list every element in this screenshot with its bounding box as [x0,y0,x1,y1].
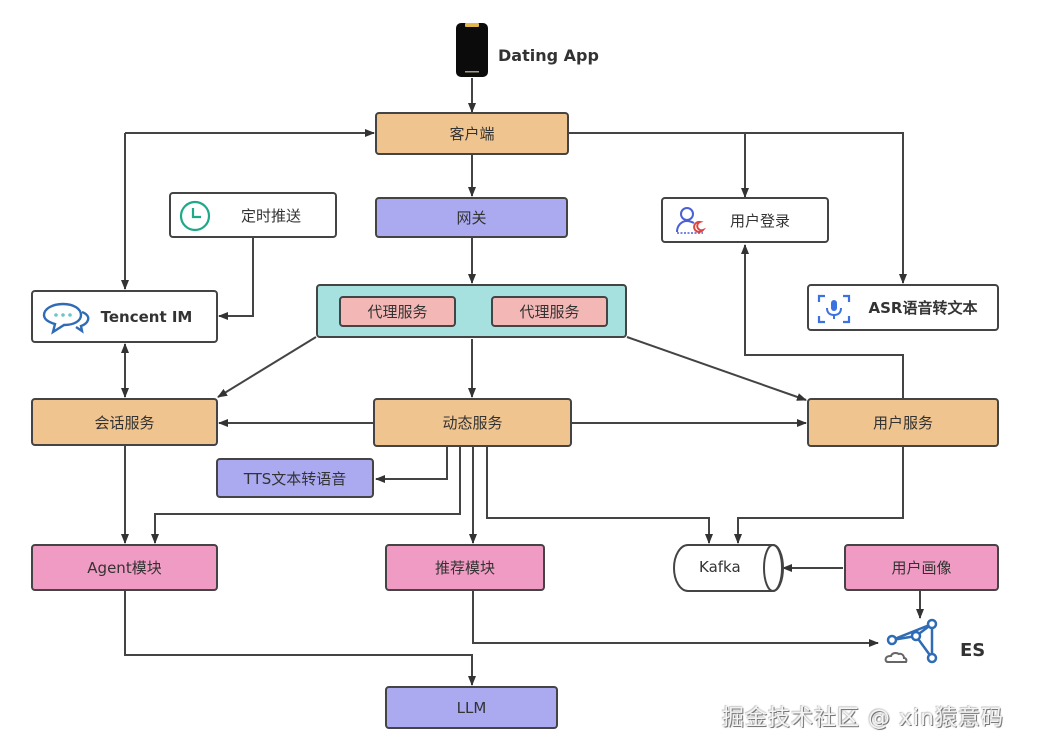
tencent-im-label: Tencent IM [100,307,193,326]
kafka-label: Kafka [699,558,741,576]
edge-proxy-session [217,336,317,398]
llm-label: LLM [456,698,487,717]
edge-client-asr [745,132,907,284]
user-service-label: 用户服务 [872,414,933,432]
agent-module-node[interactable]: Agent模块 [31,544,218,591]
user-login-label: 用户登录 [729,211,790,230]
tts-label: TTS文本转语音 [243,469,347,488]
edge-feed-kafka [486,447,713,544]
gateway-node[interactable]: 网关 [375,197,568,238]
llm-node[interactable]: LLM [385,686,558,729]
session-service-label: 会话服务 [94,413,155,432]
tts-node[interactable]: TTS文本转语音 [216,458,374,498]
tencent-im-node[interactable]: Tencent IM [31,290,218,343]
network-graph-cloud-icon[interactable] [882,618,942,668]
edge-client-login [568,132,749,198]
user-profile-node[interactable]: 用户画像 [844,544,999,591]
clock-icon [179,200,211,236]
edge-user-kafka [734,447,904,544]
feed-service-label: 动态服务 [442,414,503,432]
watermark: 掘金技术社区 @ xin猿意码 [722,706,1005,731]
microphone-scan-icon [817,294,851,328]
client-node[interactable]: 客户端 [375,112,569,155]
cylinder-shape [673,544,784,592]
chat-bubbles-icon [41,301,91,339]
proxy-group-node: 代理服务 代理服务 [316,284,627,338]
agent-module-label: Agent模块 [87,559,162,577]
user-service-node[interactable]: 用户服务 [807,398,999,447]
recommend-module-label: 推荐模块 [434,559,495,577]
proxy-service-label-2: 代理服务 [519,303,580,321]
edge-recommend-es [472,591,879,647]
kafka-node[interactable]: Kafka [673,544,785,592]
asr-label: ASR语音转文本 [868,299,978,317]
edge-agent-llm [124,591,476,686]
proxy-service-node-2[interactable]: 代理服务 [491,296,608,327]
scheduled-push-label: 定时推送 [240,206,301,225]
proxy-service-label-1: 代理服务 [367,303,428,321]
recommend-module-node[interactable]: 推荐模块 [385,544,545,591]
feed-service-node[interactable]: 动态服务 [373,398,572,447]
session-service-node[interactable]: 会话服务 [31,398,218,446]
edge-user-login [741,244,904,399]
user-login-node[interactable]: 用户登录 [661,197,829,243]
edge-feed-agent [151,447,461,544]
dating-app-label: Dating App [498,46,599,65]
edge-feed-tts [375,447,448,483]
edge-push-im [218,238,254,320]
smartphone-icon [455,22,489,78]
user-login-icon [675,206,707,240]
proxy-service-node-1[interactable]: 代理服务 [339,296,456,327]
gateway-label: 网关 [456,209,487,227]
edge-proxy-user [626,336,807,401]
client-label: 客户端 [449,125,495,143]
asr-node[interactable]: ASR语音转文本 [807,284,999,331]
user-profile-label: 用户画像 [891,559,952,577]
es-label: ES [960,640,986,661]
scheduled-push-node[interactable]: 定时推送 [169,192,337,238]
